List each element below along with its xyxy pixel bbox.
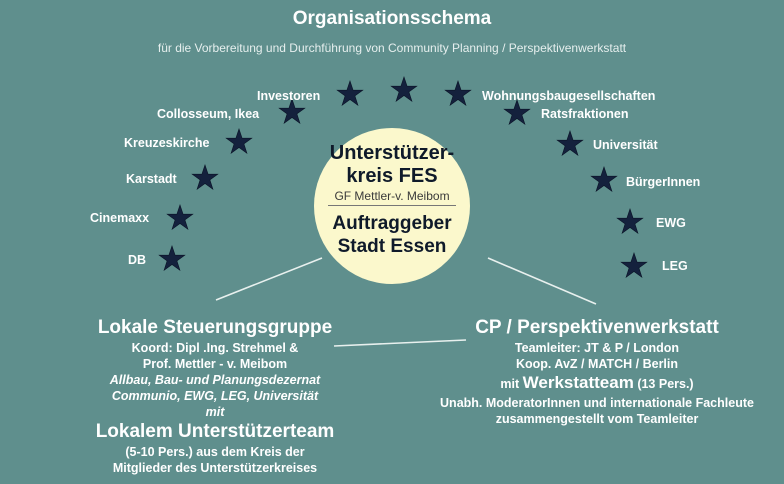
star-icon [278, 98, 306, 126]
label-cinemaxx: Cinemaxx [90, 211, 150, 225]
star-icon [390, 76, 418, 104]
label-kreuzeskirche: Kreuzeskirche [124, 136, 210, 150]
steuerungsgruppe-heading: Lokale Steuerungsgruppe [97, 317, 333, 338]
steuerungsgruppe-prof: Prof. Mettler - v. Meibom [142, 357, 288, 371]
steuerungsgruppe-koord: Koord: Dipl .Ing. Strehmel & [131, 341, 299, 355]
diagram-subtitle: für die Vorbereitung und Durchführung vo… [157, 41, 627, 55]
label-investoren: Investoren [257, 89, 321, 103]
unterstuetzerkreis-title: Unterstützer- kreis FES [314, 142, 470, 188]
diagram-title: Organisationsschema [292, 8, 492, 29]
werkstatteam-line1: Unabh. ModeratorInnen und internationale… [440, 396, 754, 410]
auftraggeber-title: Auftraggeber Stadt Essen [314, 212, 470, 258]
unterstuetzerkreis-sub: GF Mettler-v. Meibom [334, 189, 450, 203]
perspektivenwerkstatt-heading: CP / Perspektivenwerkstatt [475, 317, 719, 338]
star-icon [191, 164, 219, 192]
werkstatteam-count: (13 Pers.) [637, 377, 694, 391]
label-db: DB [128, 253, 147, 267]
werkstatteam-title: Werkstatteam [522, 373, 634, 392]
steuerungsgruppe-members1: Allbau, Bau- und Planungsdezernat [109, 373, 321, 387]
label-ewg: EWG [656, 216, 686, 230]
auftraggeber-line2: Stadt Essen [337, 236, 447, 257]
label-leg: LEG [662, 259, 688, 273]
werkstatteam-line2: zusammengestellt vom Teamleiter [495, 412, 699, 426]
center-circle: Unterstützer- kreis FES GF Mettler-v. Me… [314, 128, 470, 284]
star-icon [225, 128, 253, 156]
werkstatteam-line: mit Werkstatteam (13 Pers.) [430, 372, 764, 395]
star-icon [444, 80, 472, 108]
label-buergerinnen: BürgerInnen [626, 175, 701, 189]
steuerungsgruppe-members2: Communio, EWG, LEG, Universität [111, 389, 319, 403]
label-collosseum-ikea: Collosseum, Ikea [157, 107, 260, 121]
perspektivenwerkstatt-teamleiter: Teamleiter: JT & P / London [514, 341, 680, 355]
line-circle-to-left-group [215, 257, 323, 301]
star-icon [620, 252, 648, 280]
star-icon [166, 204, 194, 232]
werkstatteam-mit: mit [500, 377, 520, 391]
label-ratsfraktionen: Ratsfraktionen [541, 107, 629, 121]
unterstuetzerkreis-line2: kreis FES [346, 165, 438, 187]
star-icon [158, 245, 186, 273]
line-circle-to-right-group [487, 257, 597, 305]
star-icon [590, 166, 618, 194]
label-wohnungsbaugesellschaften: Wohnungsbaugesellschaften [482, 89, 656, 103]
star-icon [616, 208, 644, 236]
perspektivenwerkstatt-koop: Koop. AvZ / MATCH / Berlin [515, 357, 679, 371]
star-icon [503, 99, 531, 127]
label-karstadt: Karstadt [126, 172, 177, 186]
perspektivenwerkstatt-block: CP / Perspektivenwerkstatt Teamleiter: J… [430, 316, 764, 427]
auftraggeber-line1: Auftraggeber [332, 213, 452, 234]
unterstuetzerteam-line2: Mitglieder des Unterstützerkreises [112, 461, 318, 475]
circle-divider [328, 205, 456, 206]
line-left-to-right-group [333, 339, 467, 347]
steuerungsgruppe-mit: mit [205, 405, 225, 419]
unterstuetzerkreis-line1: Unterstützer- [329, 142, 455, 164]
unterstuetzerteam-heading: Lokalem Unterstützerteam [95, 421, 335, 442]
star-icon [336, 80, 364, 108]
unterstuetzerteam-line1: (5-10 Pers.) aus dem Kreis der [125, 445, 305, 459]
label-universitaet: Universität [593, 138, 658, 152]
star-icon [556, 130, 584, 158]
steuerungsgruppe-block: Lokale Steuerungsgruppe Koord: Dipl .Ing… [55, 316, 375, 476]
